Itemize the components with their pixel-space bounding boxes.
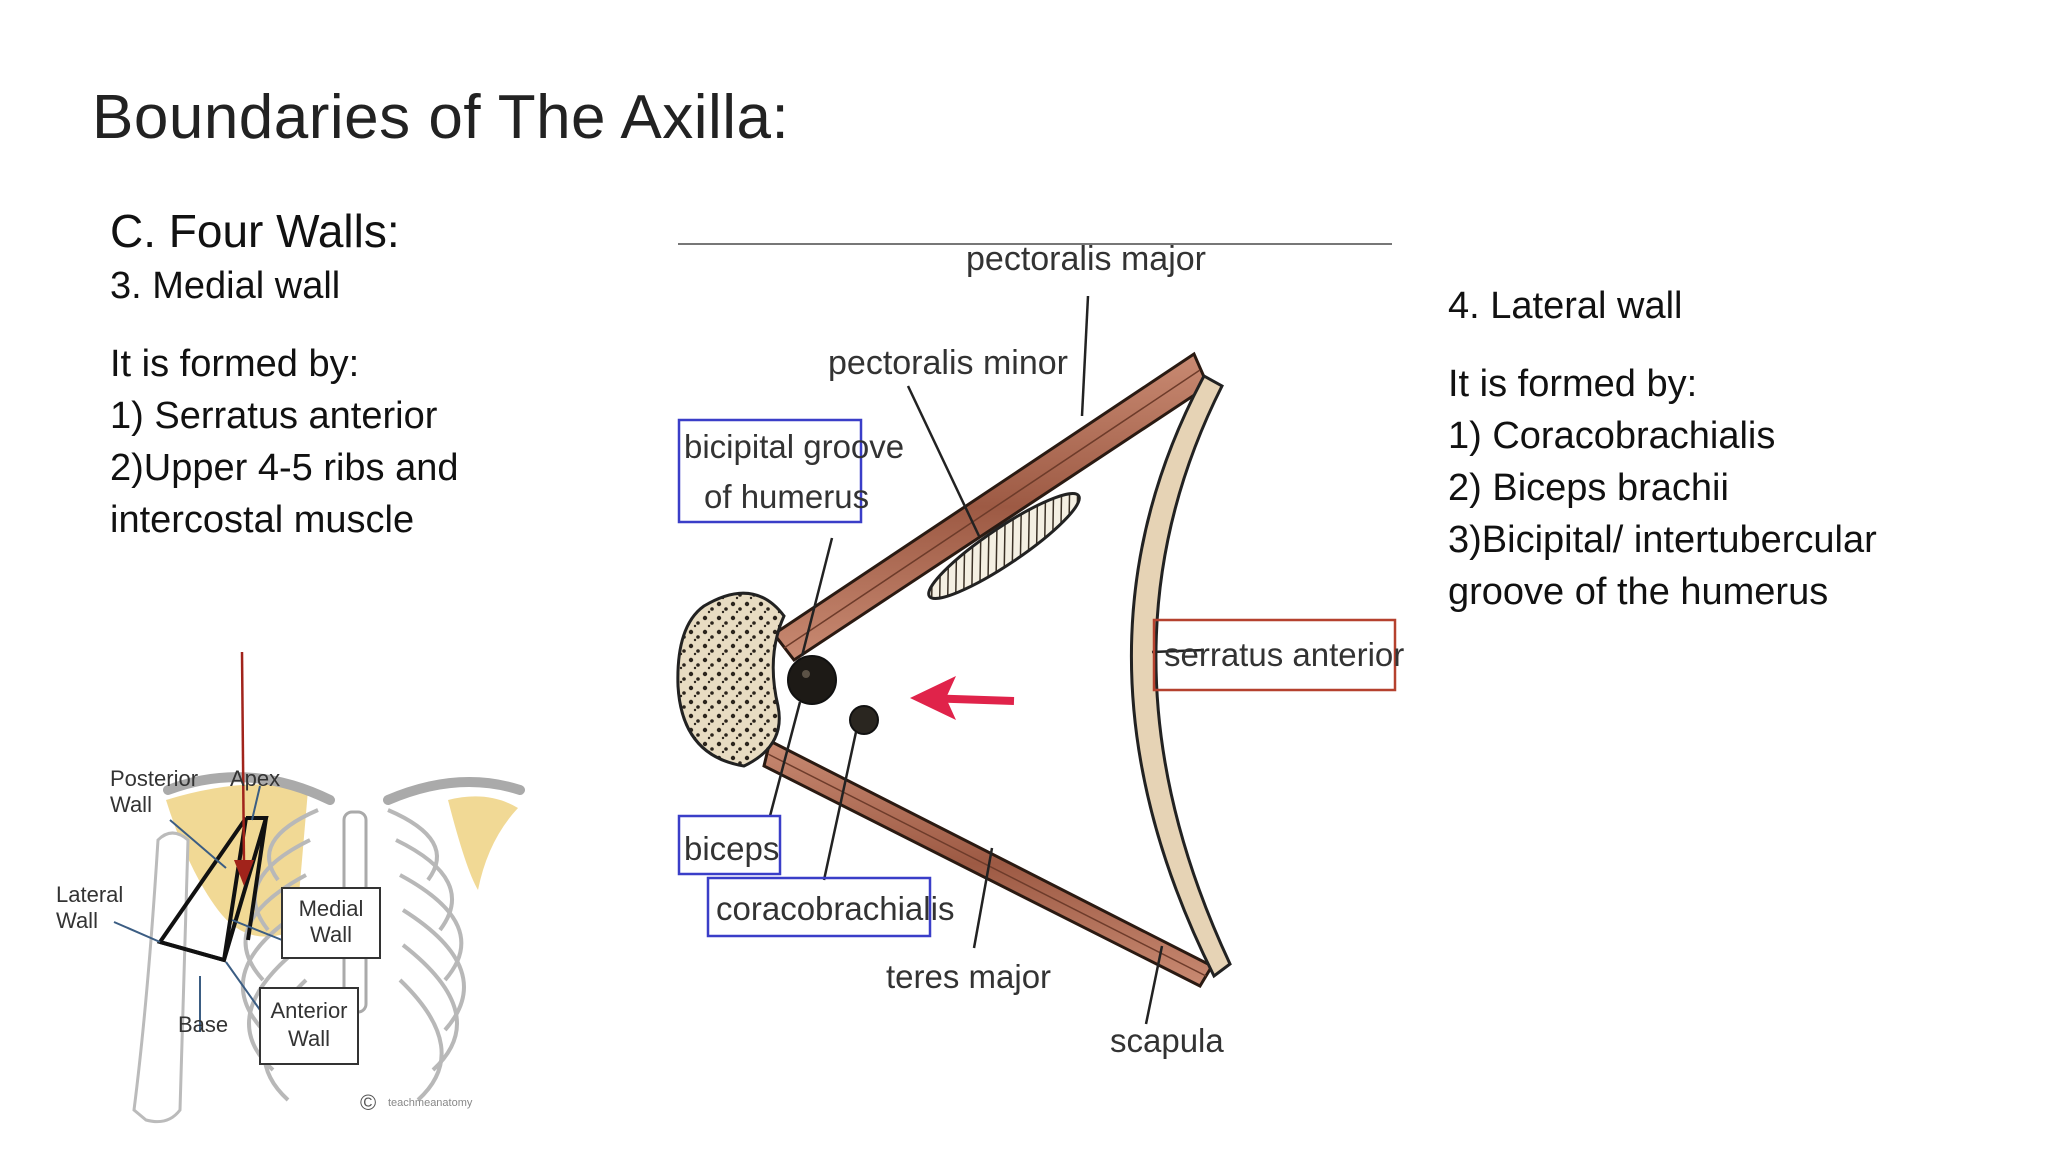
medial-wall-subheading: 3. Medial wall <box>110 265 341 307</box>
left-clavicle <box>163 772 335 805</box>
serratus-anterior-label: serratus anterior <box>1164 636 1404 673</box>
lateral-wall-line: 3)Bicipital/ intertubercular <box>1448 519 1877 561</box>
posterior-wall-label-line2: Wall <box>110 792 152 817</box>
medial-wall-label-line2: Wall <box>310 922 352 947</box>
apex-red-arrow-line <box>240 651 246 867</box>
medial-wall-line: 2)Upper 4-5 ribs and <box>110 447 459 489</box>
medial-wall-line: intercostal muscle <box>110 499 415 541</box>
scapula-label: scapula <box>1110 1022 1224 1059</box>
humerus-bone <box>132 831 190 1124</box>
biceps-label: biceps <box>684 830 779 867</box>
anterior-wall-label-box <box>259 987 359 1065</box>
apex-label: Apex <box>230 766 280 791</box>
medial-wall-text: C. Four Walls: 3. Medial wall It is form… <box>110 202 459 546</box>
base-label: Base <box>178 1012 228 1037</box>
lateral-wall-line: 2) Biceps brachii <box>1448 467 1729 509</box>
teres-major-label: teres major <box>886 958 1051 995</box>
right-clavicle <box>383 777 525 805</box>
biceps-label-box <box>677 814 782 876</box>
biceps-tendon-circle <box>787 655 837 705</box>
axilla-pyramid-skeleton-diagram: Posterior Wall Apex Lateral Wall Medial … <box>56 651 525 1124</box>
serratus-anterior-label-box <box>1152 618 1397 692</box>
coracobrachialis-label: coracobrachialis <box>716 890 954 927</box>
coracobrachialis-label-box <box>706 876 932 938</box>
medial-wall-line: 1) Serratus anterior <box>110 395 438 437</box>
coracobrachialis-circle <box>849 705 879 735</box>
lateral-wall-subheading: 4. Lateral wall <box>1448 285 1683 327</box>
pectoralis-major-label: pectoralis major <box>966 240 1206 278</box>
anterior-wall-label-line2: Wall <box>288 1026 330 1051</box>
slide-title: Boundaries of The Axilla: <box>92 83 790 152</box>
anterior-wall-label-line1: Anterior <box>270 998 347 1023</box>
right-scapula-shape <box>448 796 518 890</box>
medial-wall-label-box <box>281 887 381 959</box>
lateral-wall-line: groove of the humerus <box>1448 571 1829 613</box>
pectoralis-minor-muscle <box>927 492 1081 600</box>
bicipital-groove-label-line1: bicipital groove <box>684 428 904 465</box>
lateral-wall-line: 1) Coracobrachialis <box>1448 415 1776 457</box>
lateral-wall-line: It is formed by: <box>1448 363 1698 405</box>
red-arrow-head <box>910 676 956 720</box>
watermark-text: teachmeanatomy <box>388 1097 473 1109</box>
apex-red-arrow-head <box>234 860 254 886</box>
label-leader-lines <box>113 785 283 1032</box>
lateral-wall-text: 4. Lateral wall It is formed by: 1) Cora… <box>1448 280 1877 618</box>
bicipital-groove-label-line2: of humerus <box>704 478 869 515</box>
copyright-symbol: © <box>360 1090 376 1115</box>
pectoralis-minor-label: pectoralis minor <box>828 344 1068 382</box>
serratus-anterior-scapula-curve <box>1130 373 1232 979</box>
bicipital-groove-label-box <box>677 418 863 524</box>
humerus-head <box>676 591 786 768</box>
medial-wall-label-line1: Medial <box>299 896 364 921</box>
axilla-cross-section-diagram: pectoralis major pectoralis minor bicipi… <box>676 240 1404 1059</box>
lateral-wall-label-line2: Wall <box>56 908 98 933</box>
medial-wall-line: It is formed by: <box>110 343 360 385</box>
lateral-wall-label-line1: Lateral <box>56 882 123 907</box>
four-walls-heading: C. Four Walls: <box>110 205 400 257</box>
posterior-wall-label-line1: Posterior <box>110 766 198 791</box>
